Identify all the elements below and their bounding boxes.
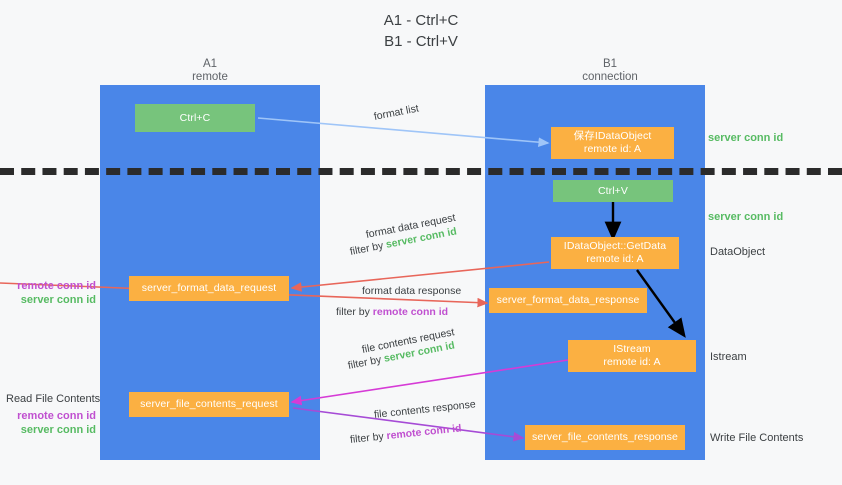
caption-format-data-response-filter: filter by remote conn id [336,305,448,319]
phase-divider [0,168,842,175]
box-ctrl-v[interactable]: Ctrl+V [553,180,673,202]
box-ctrl-v-label: Ctrl+V [597,184,629,197]
title-line-1: A1 - Ctrl+C [383,12,459,29]
box-istream-line2: remote id: A [603,356,661,368]
page-title: A1 - Ctrl+C B1 - Ctrl+V [0,10,842,52]
label-remote-conn-id-1: remote conn id [17,280,96,292]
box-istream-line1: IStream [613,343,651,355]
box-getdata-line1: IDataObject::GetData [563,240,667,252]
caption-fcreq-filter-prefix: filter by [346,353,386,372]
box-ctrl-c[interactable]: Ctrl+C [135,104,255,132]
lane-b1-name: B1 [602,58,618,70]
box-sfdres-label: server_format_data_response [496,294,640,306]
box-data-object-line1: 保存IDataObject [573,130,652,142]
box-server-format-data-request[interactable]: server_format_data_request [129,276,289,301]
box-getdata-line2: remote id: A [586,253,644,265]
label-server-conn-id-2: server conn id [20,424,96,436]
lane-header-a1: A1 remote [120,58,300,84]
label-read-file-contents: Read File Contents [6,393,101,405]
box-sfcreq-label: server_file_contents_request [140,398,278,410]
label-conn-ids-format: remote conn id server conn id [0,279,96,307]
box-getdata[interactable]: IDataObject::GetData remote id: A [551,237,679,269]
caption-format-list: format list [372,102,420,123]
label-data-object: DataObject [710,246,766,258]
box-data-object-line2: remote id: A [583,143,642,155]
caption-fdres-filter-prefix: filter by [336,306,373,318]
box-istream[interactable]: IStream remote id: A [568,340,696,372]
lane-b1-sub: connection [582,71,638,83]
title-line-2: B1 - Ctrl+V [384,33,458,50]
label-write-file-contents: Write File Contents [710,432,804,444]
label-server-conn-id-top: server conn id [708,132,784,144]
box-server-format-data-response[interactable]: server_format_data_response [489,288,647,313]
label-conn-ids-file: remote conn id server conn id [0,409,96,437]
box-data-object-remote[interactable]: 保存IDataObject remote id: A [551,127,674,159]
label-server-conn-id-mid: server conn id [708,211,784,223]
lane-a1-sub: remote [192,71,228,83]
caption-fcres-filter-prefix: filter by [349,430,388,446]
label-remote-conn-id-2: remote conn id [17,410,96,422]
box-sfdreq-label: server_format_data_request [141,282,277,294]
caption-fcres-filter-value: remote conn id [385,422,463,443]
lane-header-b1: B1 connection [520,58,700,84]
box-server-file-contents-request[interactable]: server_file_contents_request [129,392,289,417]
caption-fdr-filter-prefix: filter by [348,239,388,258]
caption-fdres-filter-value: remote conn id [372,306,449,318]
box-ctrl-c-label: Ctrl+C [179,111,211,124]
label-server-conn-id-1: server conn id [20,294,96,306]
box-server-file-contents-response[interactable]: server_file_contents_response [525,425,685,450]
lane-a1-name: A1 [202,58,218,70]
label-istream: Istream [710,351,747,363]
caption-file-contents-response: file contents response [373,398,477,421]
caption-format-data-response: format data response [362,285,462,297]
caption-file-contents-response-filter: filter by remote conn id [349,421,462,447]
box-sfcres-label: server_file_contents_response [532,431,678,443]
